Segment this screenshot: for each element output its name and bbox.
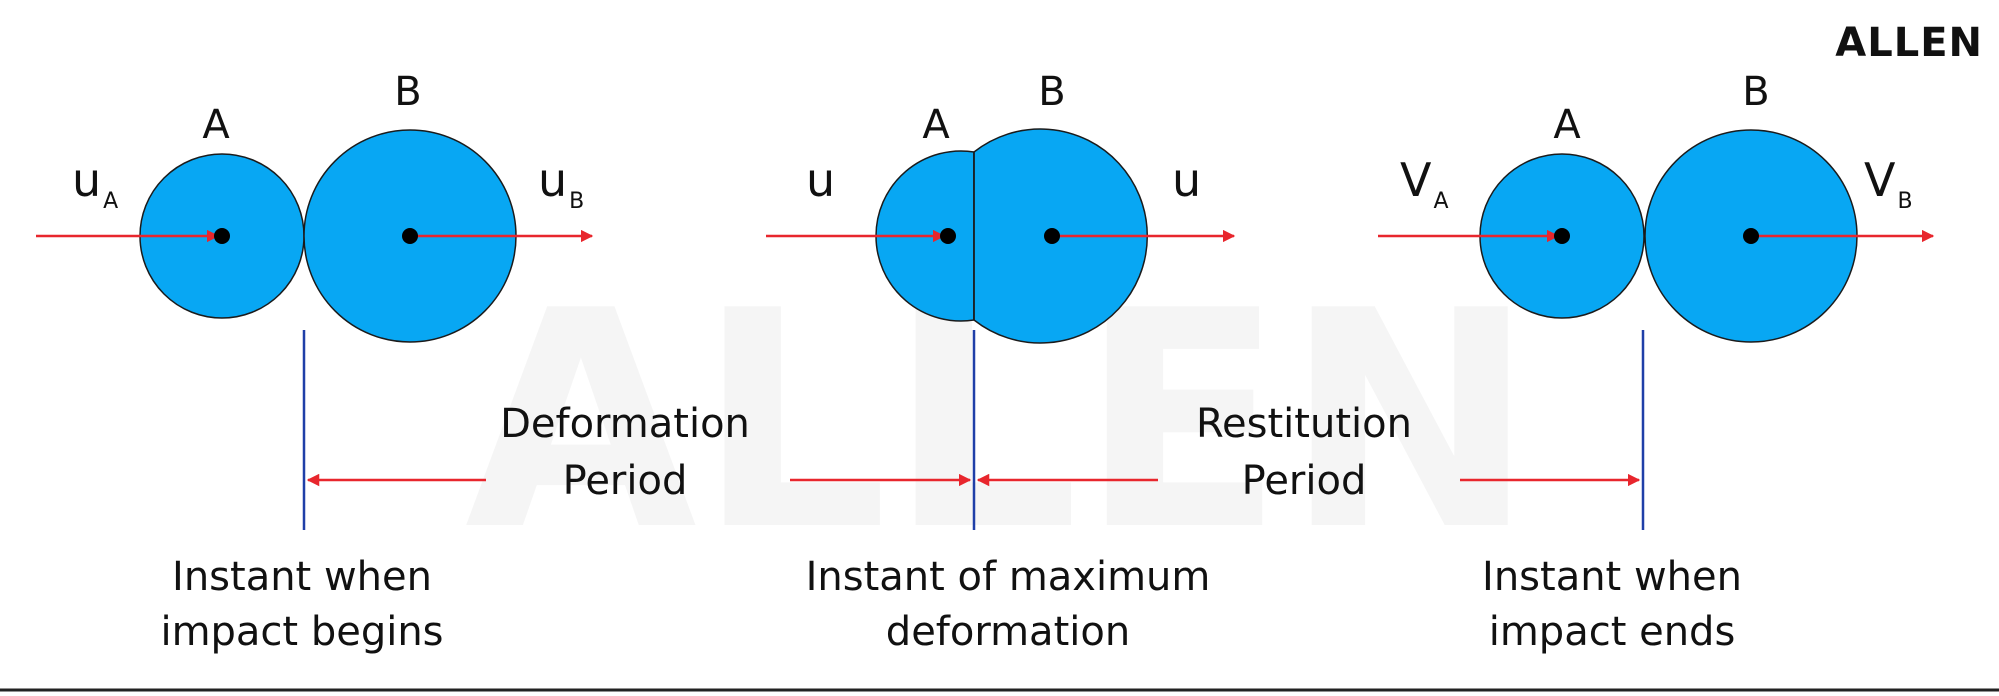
- deformation-period-line-2: Period: [563, 458, 688, 504]
- restitution-period: Restitution Period: [976, 401, 1641, 504]
- ball-b-center-dot: [402, 228, 418, 244]
- caption-line-2: impact begins: [160, 609, 443, 655]
- ball-a-center-dot: [214, 228, 230, 244]
- ball-b-label: B: [1742, 69, 1769, 115]
- ball-a-label: A: [202, 102, 230, 148]
- stage-impact-ends: A B VA VB Instant when impact ends: [1378, 69, 1935, 655]
- ball-b-label: B: [1038, 69, 1065, 115]
- ball-a-label: A: [922, 102, 950, 148]
- stage-impact-begins: A B uA uB Instant when impact begins: [36, 69, 594, 655]
- ball-b-center-dot: [1743, 228, 1759, 244]
- velocity-b-label: u: [1172, 153, 1201, 207]
- caption-line-2: impact ends: [1489, 609, 1736, 655]
- stage-maximum-deformation: A B u u Instant of maximum deformation: [766, 69, 1236, 655]
- ball-b-label: B: [394, 69, 421, 115]
- caption-line-1: Instant when: [1482, 554, 1742, 600]
- caption-line-2: deformation: [886, 609, 1130, 655]
- restitution-period-line-1: Restitution: [1196, 401, 1412, 447]
- velocity-a-label: VA: [1400, 153, 1449, 214]
- ball-a-center-dot: [1554, 228, 1570, 244]
- caption-line-1: Instant of maximum: [806, 554, 1211, 600]
- velocity-a-label: uA: [72, 153, 118, 214]
- deformation-period-line-1: Deformation: [500, 401, 750, 447]
- ball-b-center-dot: [1044, 228, 1060, 244]
- ball-a-label: A: [1553, 102, 1581, 148]
- caption-line-1: Instant when: [172, 554, 432, 600]
- deformation-period: Deformation Period: [306, 401, 972, 504]
- ball-a-center-dot: [940, 228, 956, 244]
- velocity-b-label: VB: [1864, 153, 1913, 214]
- velocity-b-label: uB: [538, 153, 584, 214]
- restitution-period-line-2: Period: [1242, 458, 1367, 504]
- velocity-a-label: u: [806, 153, 835, 207]
- allen-logo: ALLEN: [1835, 20, 1983, 66]
